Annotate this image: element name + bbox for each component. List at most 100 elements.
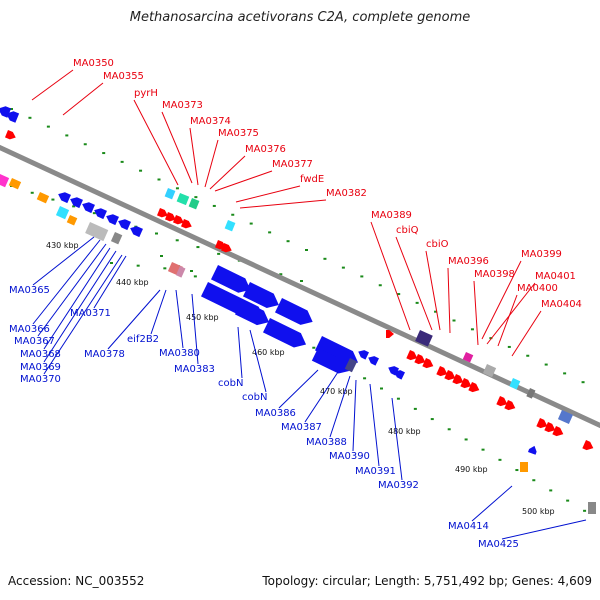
- reverse-gene-label[interactable]: MA0390: [329, 451, 370, 462]
- reverse-gene-label[interactable]: MA0367: [14, 336, 55, 347]
- reverse-gene-arrow: [82, 202, 95, 214]
- label-leader-line: [43, 250, 117, 363]
- forward-gene-label[interactable]: MA0355: [103, 71, 144, 82]
- track-dot: [249, 222, 253, 225]
- reverse-gene-arrow: [118, 219, 131, 231]
- label-leader-line: [471, 485, 513, 522]
- forward-gene-arrow: [221, 243, 232, 253]
- map-title: Methanosarcina acetivorans C2A, complete…: [129, 10, 471, 25]
- label-leader-line: [237, 326, 243, 379]
- label-leader-line: [37, 243, 107, 337]
- gene-block: [224, 220, 236, 232]
- forward-gene-label[interactable]: MA0400: [517, 283, 558, 294]
- track-dot: [452, 319, 456, 322]
- forward-gene-label[interactable]: MA0404: [541, 299, 582, 310]
- track-dot: [196, 246, 200, 249]
- gene-block: [462, 352, 474, 363]
- reverse-gene-label[interactable]: MA0383: [174, 364, 215, 375]
- reverse-gene-label[interactable]: MA0380: [159, 348, 200, 359]
- accession-text: Accession: NC_003552: [8, 574, 145, 588]
- forward-gene-label[interactable]: pyrH: [134, 88, 158, 99]
- track-dot: [163, 267, 167, 270]
- gene-block: [164, 188, 176, 200]
- label-leader-line: [369, 383, 380, 467]
- track-dot: [92, 212, 96, 215]
- track-dot: [430, 418, 434, 421]
- reverse-gene-label[interactable]: MA0370: [20, 374, 61, 385]
- genome-summary-text: Topology: circular; Length: 5,751,492 bp…: [262, 574, 592, 588]
- tick-label: 470 kbp: [320, 387, 353, 396]
- label-leader-line: [62, 82, 104, 116]
- gene-block: [482, 364, 497, 378]
- track-dot: [563, 372, 567, 375]
- reverse-gene-label[interactable]: MA0386: [255, 408, 296, 419]
- track-dot: [566, 499, 570, 502]
- label-leader-line: [486, 282, 536, 345]
- track-dot: [397, 293, 401, 296]
- forward-gene-label[interactable]: MA0396: [448, 256, 489, 267]
- track-dot: [160, 255, 163, 257]
- label-leader-line: [191, 293, 199, 365]
- forward-gene-label[interactable]: MA0401: [535, 271, 576, 282]
- forward-gene-label[interactable]: MA0377: [272, 159, 313, 170]
- forward-gene-arrow: [234, 300, 270, 326]
- reverse-gene-label[interactable]: MA0366: [9, 324, 50, 335]
- forward-gene-arrow: [242, 282, 279, 308]
- forward-gene-label[interactable]: MA0350: [73, 58, 114, 69]
- reverse-gene-arrow: [94, 208, 107, 220]
- gene-block: [344, 358, 358, 373]
- reverse-gene-label[interactable]: MA0369: [20, 362, 61, 373]
- track-dot: [120, 160, 124, 163]
- reverse-gene-label[interactable]: MA0368: [20, 349, 61, 360]
- forward-gene-arrow: [504, 400, 516, 411]
- track-dot: [212, 204, 216, 207]
- reverse-gene-label[interactable]: MA0378: [84, 349, 125, 360]
- forward-gene-label[interactable]: MA0389: [371, 210, 412, 221]
- forward-gene-label[interactable]: MA0375: [218, 128, 259, 139]
- gene-block: [509, 378, 521, 390]
- track-dot: [286, 240, 290, 243]
- forward-gene-arrow: [262, 318, 307, 348]
- label-leader-line: [329, 375, 351, 438]
- forward-gene-label[interactable]: fwdE: [300, 174, 324, 185]
- label-leader-line: [204, 139, 219, 188]
- reverse-gene-label[interactable]: MA0391: [355, 466, 396, 477]
- reverse-gene-label[interactable]: MA0392: [378, 480, 419, 491]
- reverse-gene-label[interactable]: MA0387: [281, 422, 322, 433]
- forward-gene-label[interactable]: MA0399: [521, 249, 562, 260]
- gene-block: [526, 388, 536, 399]
- reverse-gene-label[interactable]: MA0425: [478, 539, 519, 550]
- forward-gene-label[interactable]: MA0382: [326, 188, 367, 199]
- reverse-gene-label[interactable]: MA0365: [9, 285, 50, 296]
- gene-block: [520, 462, 528, 472]
- reverse-gene-label[interactable]: MA0388: [306, 437, 347, 448]
- reverse-gene-arrow: [358, 350, 369, 360]
- gene-features: [0, 106, 596, 514]
- label-leader-line: [189, 127, 199, 186]
- forward-gene-label[interactable]: cbiO: [426, 239, 449, 250]
- reverse-gene-label[interactable]: eif2B2: [127, 334, 159, 345]
- forward-gene-label[interactable]: MA0376: [245, 144, 286, 155]
- label-leader-line: [481, 260, 522, 340]
- forward-gene-label[interactable]: cbiQ: [396, 225, 419, 236]
- label-leader-line: [93, 255, 127, 309]
- forward-gene-arrow: [157, 208, 168, 218]
- reverse-gene-label[interactable]: cobN: [218, 378, 243, 389]
- reverse-gene-arrow: [70, 197, 83, 209]
- forward-gene-label[interactable]: MA0373: [162, 100, 203, 111]
- track-dot: [72, 205, 76, 208]
- track-dot: [305, 249, 308, 251]
- forward-gene-label[interactable]: MA0374: [190, 116, 231, 127]
- tick-label: 490 kbp: [455, 465, 488, 474]
- track-dot: [464, 438, 468, 441]
- forward-gene-arrow: [173, 215, 184, 225]
- forward-gene-arrow: [181, 219, 192, 229]
- track-dot: [363, 377, 367, 380]
- track-dot: [470, 328, 474, 331]
- track-dot: [360, 275, 364, 278]
- reverse-gene-label[interactable]: cobN: [242, 392, 267, 403]
- forward-gene-arrow: [552, 426, 564, 437]
- reverse-gene-label[interactable]: MA0371: [70, 308, 111, 319]
- reverse-gene-label[interactable]: MA0414: [448, 521, 489, 532]
- forward-gene-label[interactable]: MA0398: [474, 269, 515, 280]
